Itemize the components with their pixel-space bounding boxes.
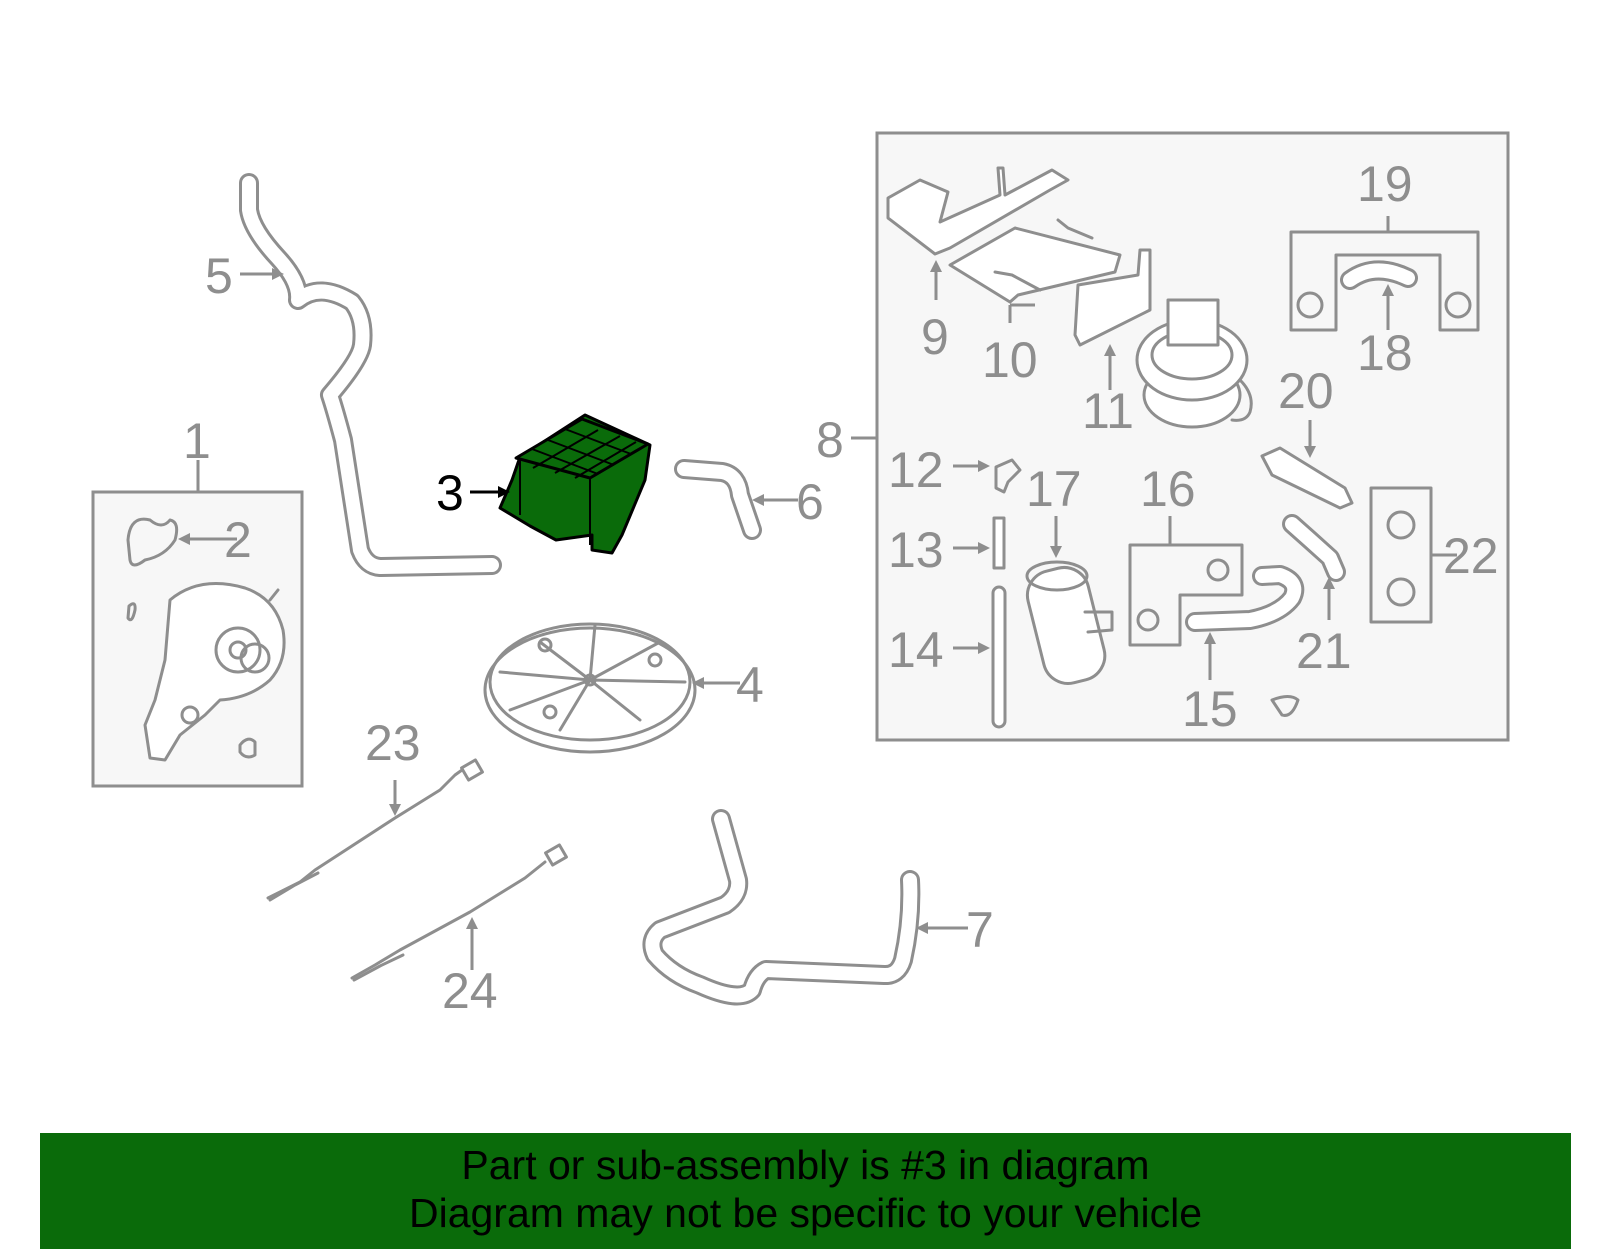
- part-23-sensor[interactable]: [266, 758, 484, 902]
- part-24-sensor[interactable]: [350, 843, 568, 982]
- callout-22: 22: [1443, 528, 1499, 584]
- callout-10: 10: [982, 332, 1038, 388]
- footer-line-1: Part or sub-assembly is #3 in diagram: [461, 1142, 1150, 1188]
- part-13-connector[interactable]: [992, 516, 1006, 570]
- callout-9: 9: [921, 309, 949, 365]
- part-6-hose[interactable]: [674, 459, 762, 540]
- assembly-8-box: [875, 131, 1510, 742]
- part-7-hose[interactable]: [642, 809, 921, 1006]
- callout-15: 15: [1182, 681, 1238, 737]
- part-pump-unit[interactable]: [1135, 298, 1253, 429]
- callout-23: 23: [365, 715, 421, 771]
- callout-5: 5: [205, 248, 233, 304]
- part-14-hose[interactable]: [991, 585, 1007, 729]
- callout-13: 13: [888, 522, 944, 578]
- callout-6: 6: [796, 474, 824, 530]
- part-12-connector[interactable]: [994, 458, 1022, 494]
- callout-14: 14: [888, 622, 944, 678]
- part-1-pump[interactable]: [143, 582, 286, 762]
- part-11-bracket[interactable]: [1073, 248, 1152, 347]
- part-3-canister-highlighted[interactable]: [498, 413, 652, 555]
- callout-24: 24: [442, 963, 498, 1019]
- callout-1: 1: [183, 413, 211, 469]
- callout-18: 18: [1357, 325, 1413, 381]
- leader-lines: [178, 216, 1457, 970]
- part-19-clamp-set[interactable]: [1289, 230, 1480, 332]
- callout-16: 16: [1140, 461, 1196, 517]
- part-10-bracket[interactable]: [948, 218, 1122, 304]
- callout-labels: 1 2 3 4 5 6 7 8 9 10 11 12 13 14 15 16 1…: [183, 156, 1499, 1019]
- callout-2: 2: [224, 512, 252, 568]
- callout-8: 8: [816, 412, 844, 468]
- part-9-bracket[interactable]: [886, 166, 1070, 256]
- part-16-clamp-set[interactable]: [1128, 543, 1244, 647]
- part-15-hose[interactable]: [1185, 565, 1305, 632]
- footer-line-2: Diagram may not be specific to your vehi…: [408, 1190, 1202, 1236]
- callout-21: 21: [1296, 623, 1352, 679]
- part-2-gasket[interactable]: [126, 517, 179, 622]
- part-4-plate[interactable]: [483, 622, 697, 754]
- footer-banner: Part or sub-assembly is #3 in diagram Di…: [40, 1133, 1571, 1249]
- callout-19: 19: [1357, 156, 1413, 212]
- callout-11: 11: [1082, 383, 1134, 439]
- part-5-hose[interactable]: [239, 173, 502, 577]
- part-17-filter[interactable]: [1022, 560, 1114, 689]
- callout-20: 20: [1278, 363, 1334, 419]
- part-18-hose[interactable]: [1340, 260, 1418, 290]
- callout-17: 17: [1026, 461, 1082, 517]
- callout-7: 7: [966, 902, 994, 958]
- callout-3-highlighted: 3: [436, 465, 464, 521]
- part-20-valve[interactable]: [1260, 446, 1354, 510]
- part-15-clip[interactable]: [1270, 695, 1300, 717]
- part-21-hose[interactable]: [1282, 514, 1346, 582]
- callout-4: 4: [736, 657, 764, 713]
- callout-12: 12: [888, 442, 944, 498]
